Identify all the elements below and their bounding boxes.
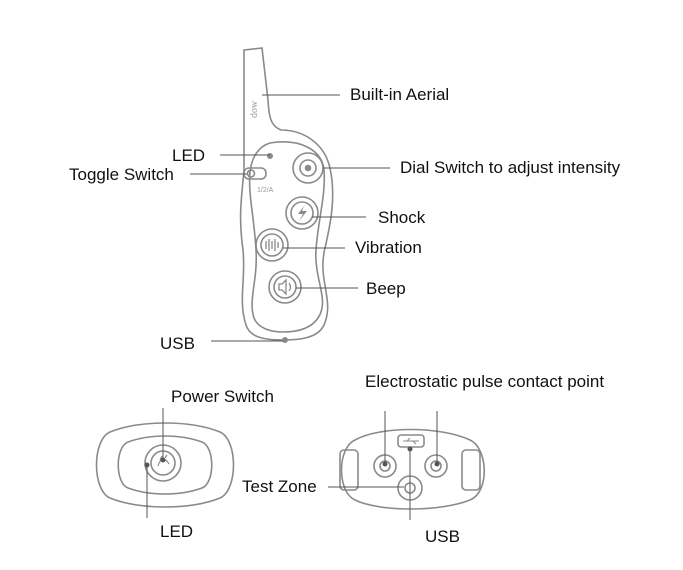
shock-button-ring [285, 196, 319, 230]
remote-body-outline [239, 47, 334, 341]
label-built-in-aerial: Built-in Aerial [350, 85, 450, 104]
label-front-led: LED [160, 522, 194, 541]
label-vibration: Vibration [355, 238, 422, 257]
strap-slot-left [339, 449, 359, 491]
label-led: LED [172, 146, 206, 165]
collar-back [339, 428, 486, 510]
led-dot [266, 153, 273, 160]
vibration-button-inner [260, 233, 284, 257]
label-toggle-switch: Toggle Switch [69, 165, 174, 184]
collar-front-mid [117, 435, 213, 495]
label-dial-switch: Dial Switch to adjust intensity [400, 158, 621, 177]
label-test-zone: Test Zone [242, 477, 317, 496]
vibration-icon [265, 239, 279, 251]
leader-lines [190, 94, 390, 342]
contact-leader-right-dot [434, 461, 440, 467]
contact-point-right [430, 460, 442, 472]
back-usb-leader-dot [407, 446, 413, 452]
remote-face-outline [248, 141, 326, 333]
strap-slot-right [461, 449, 481, 491]
power-switch-leader-dot [160, 457, 166, 463]
dial-inner [299, 159, 317, 177]
label-back-usb: USB [425, 527, 460, 546]
label-shock: Shock [378, 208, 426, 227]
toggle-knob-shape [246, 169, 256, 178]
vibration-button-ring [255, 228, 289, 262]
label-electrostatic-contact: Electrostatic pulse contact point [365, 372, 605, 391]
mode-text: 1/2/A [257, 187, 274, 194]
usb-port-dot [281, 336, 288, 343]
front-led-leader-dot [144, 462, 150, 468]
remote-transmitter [239, 47, 334, 343]
collar-front [95, 422, 235, 508]
label-beep: Beep [366, 279, 406, 298]
contact-point-right-ring [424, 454, 448, 478]
label-power-switch: Power Switch [171, 387, 274, 406]
lightning-icon [298, 206, 307, 221]
beep-button-inner [273, 275, 297, 299]
brand-text: dow [249, 100, 260, 118]
beep-button-ring [268, 270, 302, 304]
collar-back-outer [340, 428, 486, 510]
speaker-icon [278, 278, 292, 296]
usb-icon [403, 437, 419, 445]
collar-front-outer [95, 422, 235, 508]
dial-hub [304, 164, 312, 172]
contact-leader-left-dot [382, 461, 388, 467]
label-usb: USB [160, 334, 195, 353]
shock-button-inner [290, 201, 314, 225]
